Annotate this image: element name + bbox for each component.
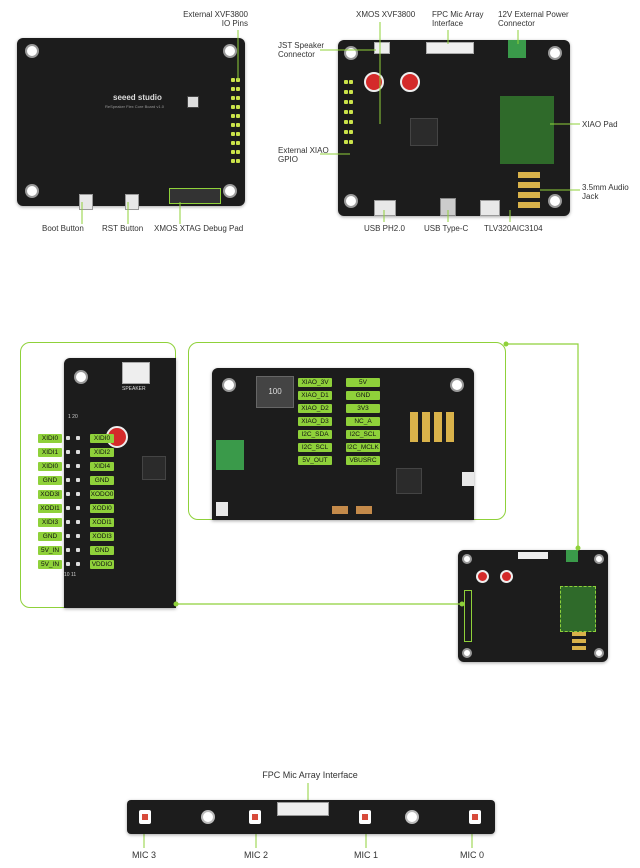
xiao-pad-label: XIAO Pad — [582, 120, 618, 129]
mic-array-board — [127, 800, 495, 834]
pin-label-outer-4: GND — [38, 476, 62, 485]
pin-label-outer-3: XIDI0 — [38, 462, 62, 471]
xiao-pin-label: I2C_SDA — [298, 430, 332, 439]
xiao-pin-label: XIAO_D2 — [298, 404, 332, 413]
xiao-pin-label: 3V3 — [346, 404, 380, 413]
xiao-pin-label: I2C_SCL — [346, 430, 380, 439]
pin-label-outer-9: 5V_IN — [38, 546, 62, 555]
mic-3-label: MIC 3 — [131, 850, 156, 860]
xiao-pin-col-left: XIAO_3V XIAO_D1 XIAO_D2 XIAO_D3 I2C_SDA … — [298, 378, 338, 478]
pin-label-outer-10: 5V_IN — [38, 560, 62, 569]
mic-array-title: FPC Mic Array Interface — [262, 770, 358, 780]
xiao-pin-label: GND — [346, 391, 380, 400]
pinout-board-right: 100 — [212, 368, 474, 520]
overview-board — [458, 550, 608, 662]
pin-label-inner-1: XIDI0 — [90, 434, 114, 443]
pin-label-inner-7: XODI1 — [90, 518, 114, 527]
pin-label-outer-1: XIDI0 — [38, 434, 62, 443]
pin-label-inner-9: GND — [90, 546, 114, 555]
xmos-chip-label: XMOS XVF3800 — [356, 10, 416, 19]
pin-label-inner-2: XIDI2 — [90, 448, 114, 457]
pinout-board-left: SPEAKER 1 20 10 11 — [64, 358, 176, 608]
usb-typec-label: USB Type-C — [424, 224, 469, 233]
audio-jack-label: 3.5mm Audio Jack — [582, 183, 629, 201]
pin-header — [66, 434, 86, 570]
mic-2-label: MIC 2 — [243, 850, 268, 860]
usb-ph-label: USB PH2.0 — [364, 224, 405, 233]
pin-label-inner-3: XIDI4 — [90, 462, 114, 471]
mic-3-pad — [139, 810, 151, 824]
xiao-pin-label: I2C_SCL — [298, 443, 332, 452]
xiao-pin-label: 5V — [346, 378, 380, 387]
audio-jack — [518, 172, 540, 212]
board-model: ReSpeaker Flex Core Board v1.0 — [105, 104, 164, 109]
rst-button-label: RST Button — [102, 224, 144, 233]
xiao-pin-col-right: 5V GND 3V3 NC_A I2C_SCL I2C_MCLK VBUSRC — [346, 378, 386, 478]
xiao-pin-label: XIAO_D3 — [298, 417, 332, 426]
pin-label-outer-7: XIDI3 — [38, 518, 62, 527]
fpc-interface — [277, 802, 329, 816]
power-connector-label: 12V External Power Connector — [498, 10, 569, 28]
pin-label-inner-8: XODI3 — [90, 532, 114, 541]
io-pins-label: External XVF3800 IO Pins — [183, 10, 248, 28]
usb-ph-port — [374, 200, 396, 216]
xiao-pad — [500, 96, 554, 164]
codec-label: TLV320AIC3104 — [484, 224, 543, 233]
core-board-front — [338, 40, 570, 216]
xmos-chip — [410, 118, 438, 146]
pin-label-inner-4: GND — [90, 476, 114, 485]
pin-label-inner-6: XODI0 — [90, 504, 114, 513]
xiao-pin-label: 5V_OUT — [298, 456, 332, 465]
fpc-connector — [426, 42, 474, 54]
mic-0-label: MIC 0 — [459, 850, 484, 860]
pin-label-outer-6: XODI1 — [38, 504, 62, 513]
xiao-pin-label: VBUSRC — [346, 456, 380, 465]
top-leader-lines — [81, 22, 580, 224]
boot-button-label: Boot Button — [42, 224, 84, 233]
codec-chip — [480, 200, 500, 216]
speaker-connector-label: JST Speaker Connector — [278, 41, 325, 59]
fpc-interface-label: FPC Mic Array Interface — [432, 10, 484, 28]
power-connector — [508, 40, 526, 58]
xiao-gpio-label: External XIAO GPIO — [278, 146, 329, 164]
io-pins — [231, 78, 241, 188]
header-bottom-label: 10 11 — [64, 572, 77, 578]
xiao-pin-label: XIAO_D1 — [298, 391, 332, 400]
pin-label-outer-8: GND — [38, 532, 62, 541]
mic-2-pad — [249, 810, 261, 824]
pin-label-outer-2: XIDI1 — [38, 448, 62, 457]
xtag-debug-pad-label: XMOS XTAG Debug Pad — [154, 224, 244, 233]
mic-1-pad — [359, 810, 371, 824]
xiao-gpio-pins — [344, 80, 354, 170]
xiao-pin-label: I2C_MCLK — [346, 443, 380, 452]
mic-1-label: MIC 1 — [353, 850, 378, 860]
pin-label-inner-10: VDDIO — [90, 560, 114, 569]
board-brand: seeed studio — [113, 93, 162, 102]
mic-0-pad — [469, 810, 481, 824]
audio-jack-zoom — [410, 412, 458, 442]
pin-label-inner-5: XODO0 — [90, 490, 114, 499]
xtag-debug-pad — [169, 188, 221, 204]
core-board-back: seeed studio ReSpeaker Flex Core Board v… — [17, 38, 245, 210]
pin-label-outer-5: XOD3I — [38, 490, 62, 499]
xiao-pin-label: XIAO_3V — [298, 378, 332, 387]
inductor: 100 — [256, 376, 294, 408]
speaker-label: SPEAKER — [122, 386, 146, 392]
xiao-pin-label: NC_A — [346, 417, 380, 426]
header-top-label: 1 20 — [68, 414, 78, 420]
